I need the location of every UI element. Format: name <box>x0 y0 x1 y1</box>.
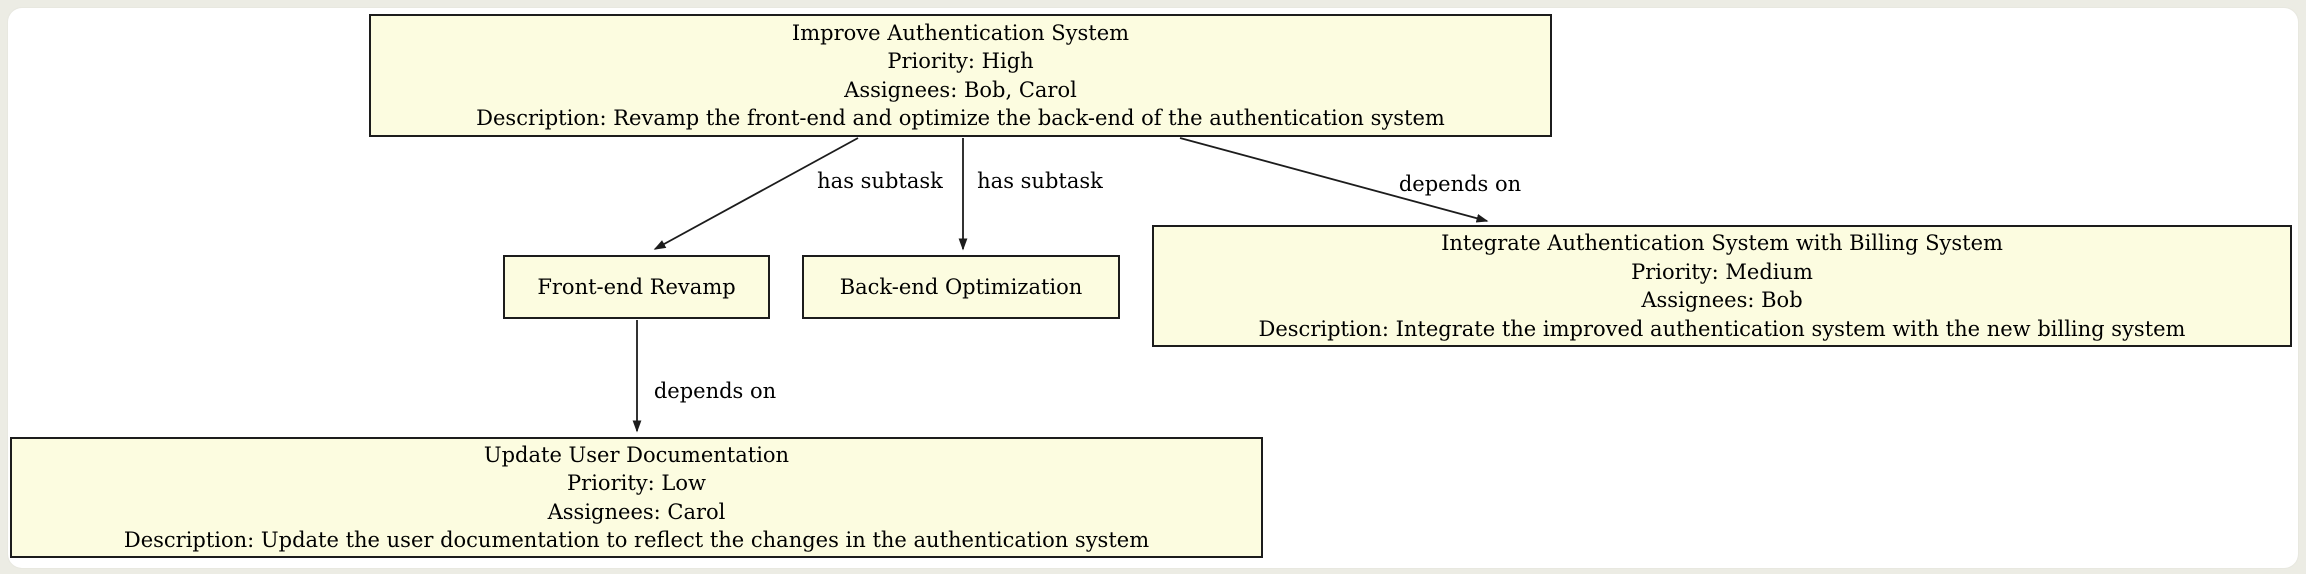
node-assignees: Assignees: Carol <box>547 499 726 524</box>
node-title: Improve Authentication System <box>791 20 1130 45</box>
node-integrate-auth-with-billing: Integrate Authentication System with Bil… <box>1152 225 2292 347</box>
node-assignees: Assignees: Bob <box>1641 288 1803 312</box>
node-title: Front-end Revamp <box>537 274 736 299</box>
node-description: Description: Integrate the improved auth… <box>1258 316 2186 341</box>
edge-label-has-subtask-frontend: has subtask <box>817 169 943 193</box>
node-priority: Priority: High <box>887 49 1034 73</box>
edge-label-depends-on-integrate: depends on <box>1398 172 1522 196</box>
node-title: Update User Documentation <box>483 442 790 467</box>
node-description: Description: Revamp the front-end and op… <box>476 106 1445 130</box>
node-improve-authentication-system: Improve Authentication System Priority: … <box>369 14 1552 137</box>
node-title: Integrate Authentication System with Bil… <box>1441 231 2003 255</box>
edge-label-depends-on-docs: depends on <box>653 379 777 403</box>
node-description: Description: Update the user documentati… <box>123 528 1150 552</box>
edge-label-has-subtask-backend: has subtask <box>977 169 1103 193</box>
node-priority: Priority: Low <box>567 471 706 495</box>
node-title: Back-end Optimization <box>839 274 1083 299</box>
node-priority: Priority: Medium <box>1631 259 1813 284</box>
node-back-end-optimization: Back-end Optimization <box>802 255 1120 319</box>
node-assignees: Assignees: Bob, Carol <box>844 77 1077 102</box>
node-update-user-documentation: Update User Documentation Priority: Low … <box>10 437 1263 558</box>
node-front-end-revamp: Front-end Revamp <box>503 255 770 319</box>
